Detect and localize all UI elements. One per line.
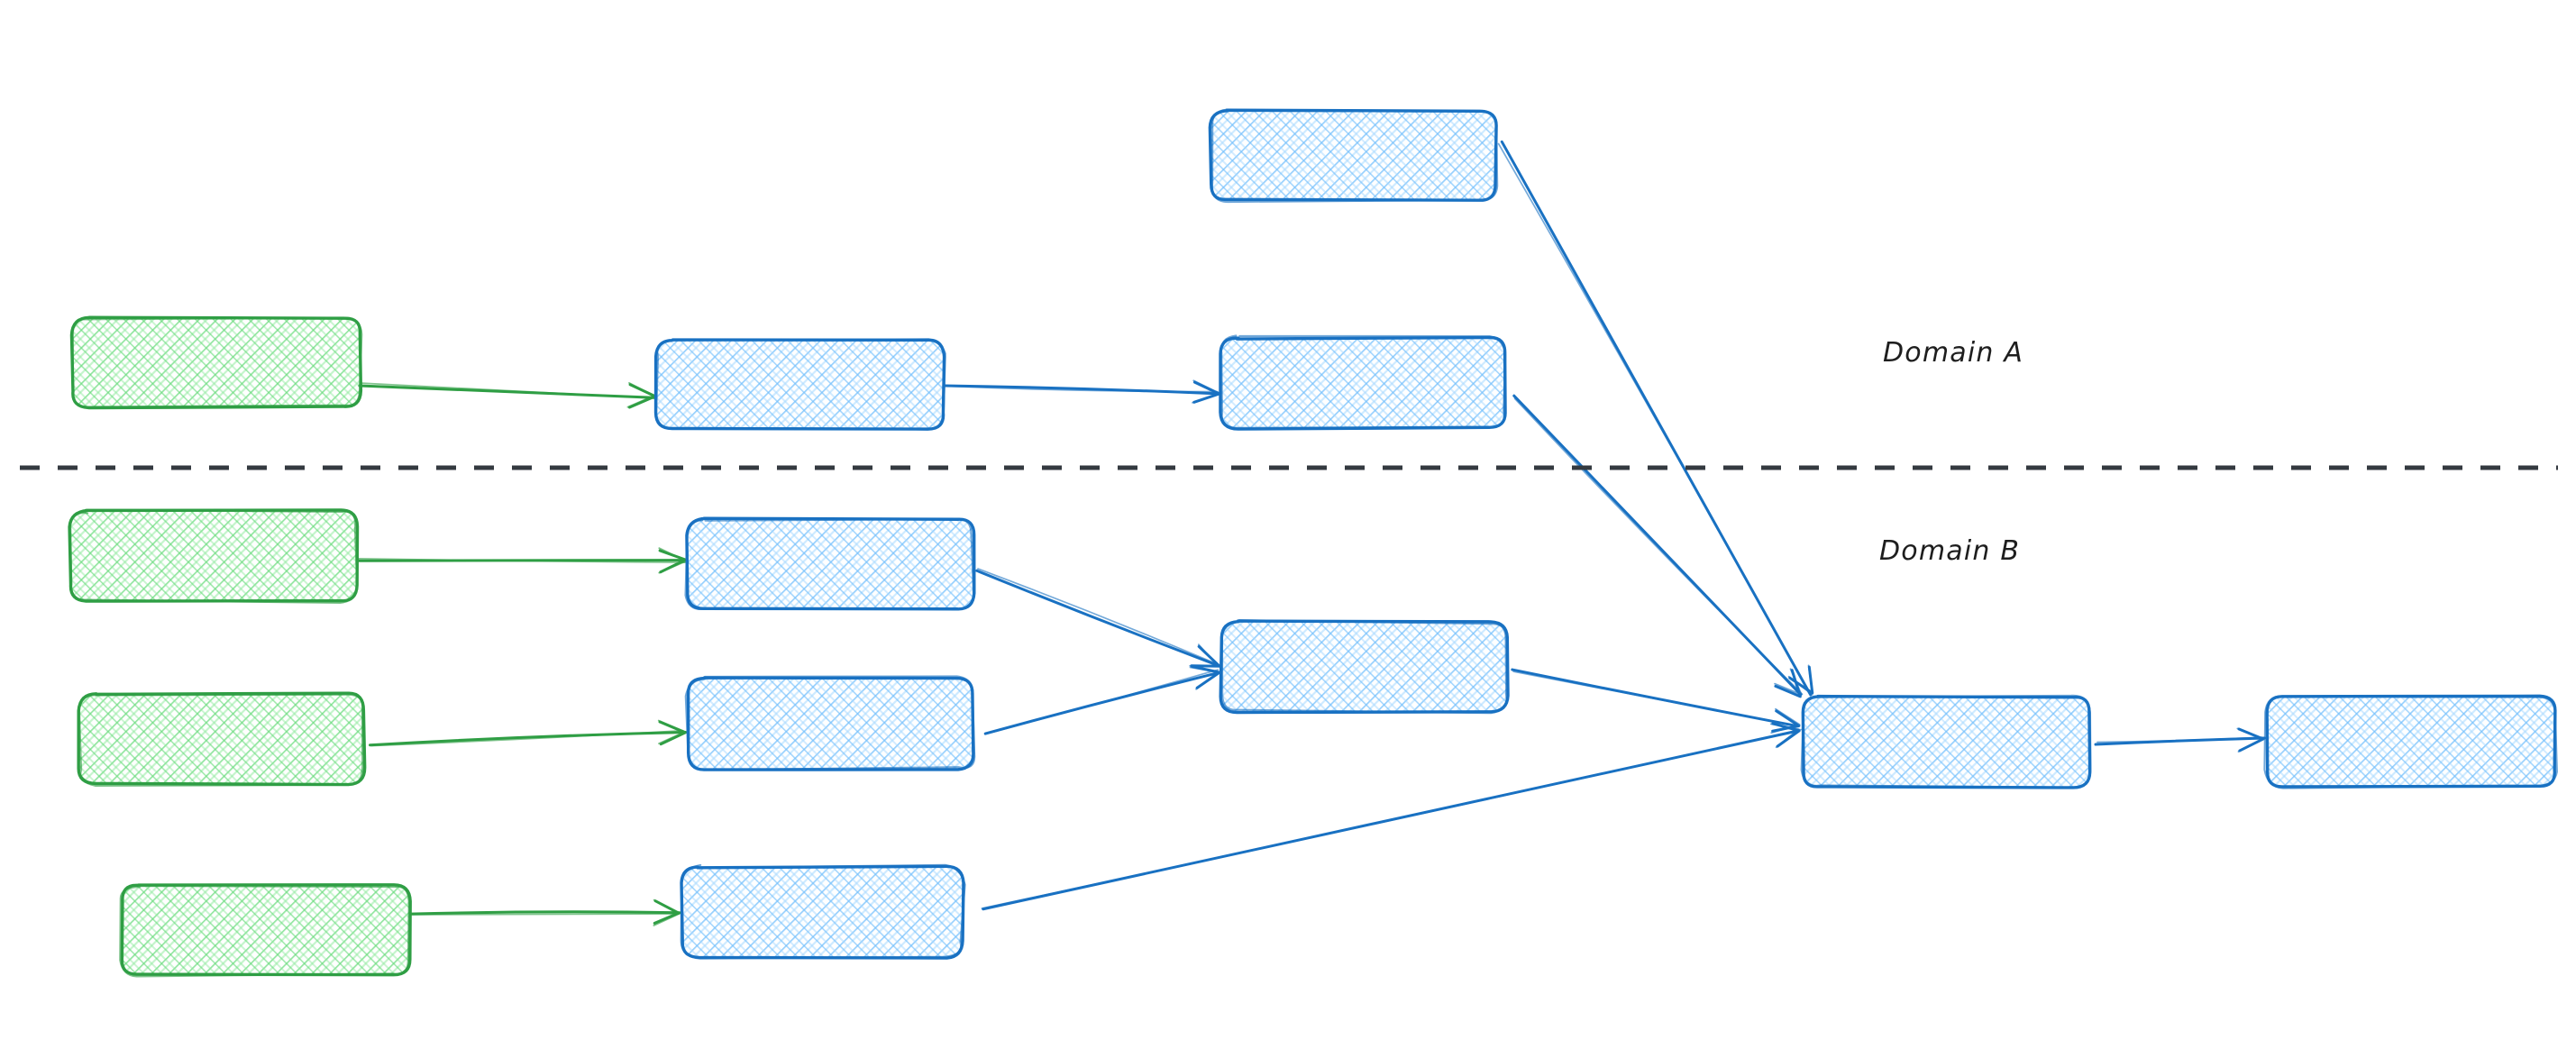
node-b-src-3[interactable] <box>119 883 412 978</box>
node-b-src-2[interactable] <box>77 691 367 788</box>
edge-b-src-3-to-b-mid-3 <box>408 898 681 926</box>
edge-b-mid-3-to-b-conv <box>981 722 1803 911</box>
domain-b-label: Domain B <box>1879 535 2021 567</box>
edge-b-src-2-to-b-mid-2 <box>369 719 688 747</box>
edge-b-mid-1-to-b-agg-1 <box>975 568 1221 668</box>
node-a-top-1[interactable] <box>1208 108 1499 204</box>
node-b-out-1[interactable] <box>2263 694 2558 789</box>
node-a-src-1[interactable] <box>69 315 363 410</box>
edges-layer <box>356 140 2267 926</box>
node-a-mid-1[interactable] <box>653 338 946 431</box>
node-b-mid-1[interactable] <box>684 516 976 611</box>
nodes-layer <box>68 108 2558 978</box>
node-b-mid-3[interactable] <box>680 863 966 960</box>
edge-a-mid-1-to-a-end-1 <box>944 379 1222 404</box>
node-a-end-1[interactable] <box>1219 334 1507 431</box>
edge-a-src-1-to-a-mid-1 <box>358 382 657 409</box>
edge-a-top-1-to-b-conv <box>1497 140 1814 697</box>
edge-b-agg-1-to-b-conv <box>1511 668 1801 734</box>
node-b-src-1[interactable] <box>68 508 360 604</box>
edge-b-src-1-to-b-mid-1 <box>356 547 688 574</box>
node-b-conv[interactable] <box>1800 694 2092 789</box>
node-b-mid-2[interactable] <box>684 675 976 771</box>
domain-a-label: Domain A <box>1883 337 2024 369</box>
edge-a-end-1-to-b-conv <box>1512 394 1804 698</box>
edge-b-mid-2-to-b-agg-1 <box>983 665 1221 735</box>
edge-b-conv-to-b-out-1 <box>2094 727 2267 753</box>
node-b-agg-1[interactable] <box>1219 619 1510 715</box>
